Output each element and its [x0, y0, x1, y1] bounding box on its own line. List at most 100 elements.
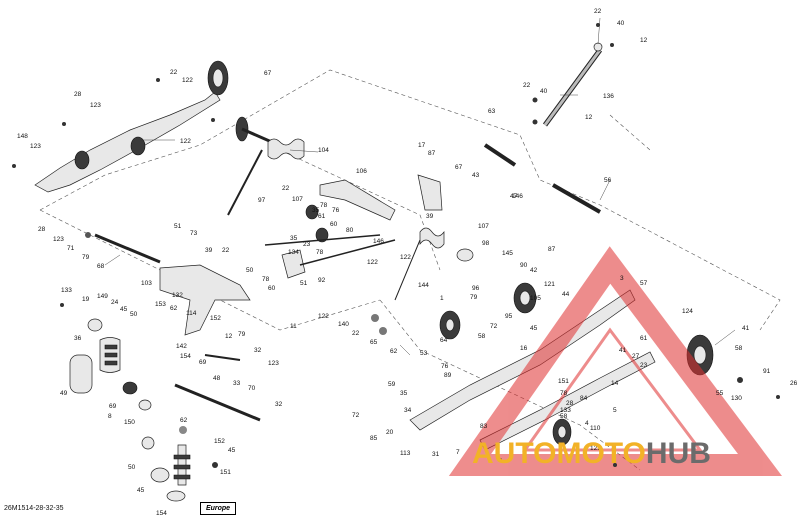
- callout-label: 91: [763, 368, 771, 375]
- callout-label: 40: [617, 20, 625, 27]
- callout-label: 89: [444, 372, 452, 379]
- callout-label: 28: [74, 91, 82, 98]
- callout-label: 45: [228, 447, 236, 454]
- callout-label: 123: [268, 360, 279, 367]
- callout-label: 146: [512, 193, 523, 200]
- callout-label: 12: [640, 37, 648, 44]
- callout-label: 122: [400, 254, 411, 261]
- callout-label: 67: [264, 70, 272, 77]
- callout-label: 76: [332, 207, 340, 214]
- callout-label: 105: [530, 295, 541, 302]
- fastener-hardware: [12, 23, 780, 468]
- callout-label: 24: [111, 299, 119, 306]
- callout-label: 33: [233, 380, 241, 387]
- callout-label: 19: [82, 296, 90, 303]
- callout-label: 122: [318, 313, 329, 320]
- callout-label: 11: [290, 323, 297, 330]
- callout-label: 71: [67, 245, 75, 252]
- callout-label: 62: [180, 417, 188, 424]
- callout-label: 84: [580, 395, 588, 402]
- callout-label: 95: [505, 313, 513, 320]
- callout-label: 39: [205, 247, 213, 254]
- callout-label: 36: [74, 335, 82, 342]
- callout-label: 122: [180, 138, 191, 145]
- callout-label: 3: [620, 275, 624, 282]
- callout-label: 121: [544, 281, 555, 288]
- callout-label: 26: [790, 380, 798, 387]
- callout-label: 41: [619, 347, 627, 354]
- callout-label: 110: [590, 425, 601, 432]
- callout-label: 152: [210, 315, 221, 322]
- callout-label: 23: [303, 241, 311, 248]
- callout-label: 8: [108, 413, 112, 420]
- callout-label: 4: [585, 420, 589, 427]
- callout-label: 22: [282, 185, 290, 192]
- callout-label: 122: [367, 259, 378, 266]
- watermark-part-1: AUTOMOTO: [472, 437, 646, 470]
- callout-label: 62: [170, 305, 178, 312]
- callout-label: 44: [562, 291, 570, 298]
- callout-label: 12: [225, 333, 233, 340]
- callout-label: 12: [585, 114, 593, 121]
- rear-idler-arm-assembly: [34, 60, 229, 193]
- callout-label: 50: [246, 267, 254, 274]
- callout-label: 79: [238, 331, 246, 338]
- callout-label: 60: [268, 285, 276, 292]
- callout-label: 64: [440, 337, 448, 344]
- callout-label: 150: [124, 419, 135, 426]
- callout-label: 35: [290, 235, 298, 242]
- callout-label: 78: [316, 249, 324, 256]
- callout-label: 123: [90, 102, 101, 109]
- watermark-part-2: HUB: [645, 437, 711, 470]
- callout-label: 47: [510, 193, 518, 200]
- callout-leaders: [104, 17, 736, 356]
- callout-label: 23: [640, 362, 648, 369]
- diagram-reference-number: 26M1514-28-32-35: [4, 505, 64, 512]
- callout-label: 43: [472, 172, 480, 179]
- callout-labels: 22 40 12 67 22 122 28 123 40 22 136 148 …: [17, 8, 798, 517]
- callout-label: 58: [478, 333, 486, 340]
- assembly-guide-lines: [39, 69, 781, 471]
- callout-label: 58: [735, 345, 743, 352]
- callout-label: 51: [300, 280, 308, 287]
- callout-label: 90: [520, 262, 528, 269]
- callout-label: 83: [480, 423, 488, 430]
- callout-label: 146: [373, 238, 384, 245]
- callout-label: 153: [155, 301, 166, 308]
- callout-label: 134: [288, 249, 299, 256]
- callout-label: 114: [186, 310, 197, 317]
- callout-label: 78: [262, 276, 270, 283]
- callout-label: 87: [548, 246, 556, 253]
- callout-label: 42: [530, 267, 538, 274]
- front-arm-frame: [159, 179, 396, 336]
- callout-label: 7: [456, 449, 460, 456]
- callout-label: 145: [502, 250, 513, 257]
- torsion-spring-and-bracket: [394, 174, 445, 301]
- callout-label: 97: [258, 197, 266, 204]
- callout-label: 65: [370, 339, 378, 346]
- callout-label: 103: [141, 280, 152, 287]
- callout-label: 31: [432, 451, 440, 458]
- callout-label: 104: [318, 147, 329, 154]
- region-tag: Europe: [200, 502, 236, 515]
- callout-label: 22: [222, 247, 230, 254]
- callout-label: 55: [716, 390, 724, 397]
- callout-label: 32: [254, 347, 262, 354]
- callout-label: 70: [248, 385, 256, 392]
- callout-label: 14: [611, 380, 619, 387]
- callout-label: 87: [428, 150, 436, 157]
- watermark-logo-text: AUTOMOTOHUB: [472, 437, 711, 471]
- callout-label: 130: [731, 395, 742, 402]
- callout-label: 57: [640, 280, 648, 287]
- callout-label: 22: [352, 330, 360, 337]
- callout-label: 113: [400, 450, 411, 457]
- callout-label: 72: [352, 412, 360, 419]
- callout-label: 34: [404, 407, 412, 414]
- callout-label: 51: [174, 223, 182, 230]
- callout-label: 69: [109, 403, 117, 410]
- callout-label: 76: [441, 363, 449, 370]
- callout-label: 16: [520, 345, 528, 352]
- callout-label: 41: [742, 325, 750, 332]
- callout-label: 56: [604, 177, 612, 184]
- callout-label: 35: [312, 207, 320, 214]
